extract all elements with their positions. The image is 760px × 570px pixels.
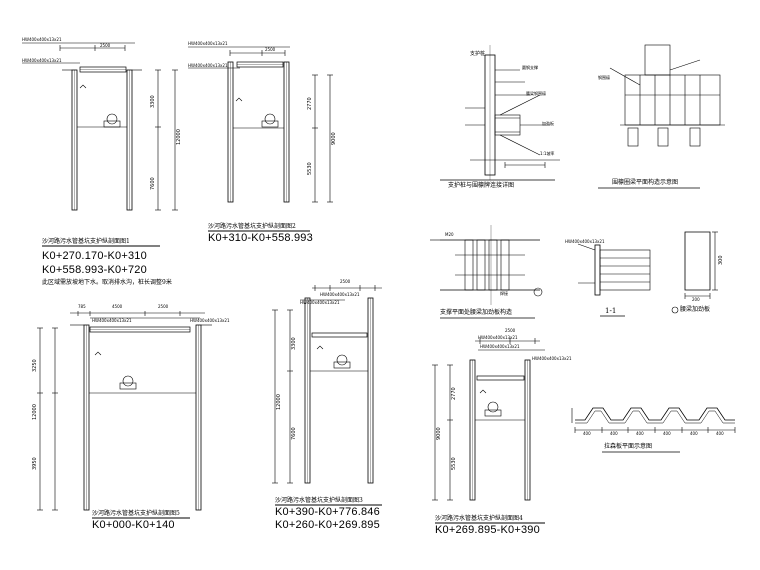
- s3-dim-upper: 3300: [291, 337, 297, 350]
- section-4: [432, 338, 545, 524]
- s4-dim-lower: 5530: [451, 457, 457, 470]
- s3-title: 沙河路污水管基坑支护纵剖面图3: [275, 497, 363, 504]
- s5-dim-b: 4500: [112, 304, 123, 309]
- s3-dim-lower: 7600: [291, 427, 297, 440]
- s1-dim-top: 2500: [100, 43, 111, 48]
- detail-stiffener-plate: [671, 231, 718, 314]
- d1-title: 支护桩与围檩牌连接详图: [448, 182, 515, 189]
- s1-dim-lower: 7600: [150, 177, 156, 190]
- s4-station-1: K0+269.895-K0+390: [435, 524, 540, 536]
- s1-beam-label-1: HW400x400x13x21: [22, 37, 62, 42]
- s5-beam-label-2: HW400x400x13x21: [190, 318, 230, 323]
- s4-dim-total: 9000: [436, 427, 442, 440]
- d2-title: 围檩圈梁平面构造示意图: [612, 179, 679, 186]
- s4-beam-label-3: HW400x400x13x21: [532, 356, 572, 361]
- d1-label-waler: 腰梁钢围檩: [526, 91, 546, 96]
- d3-title: 支撑平面处腰梁加劲板构造: [440, 309, 513, 316]
- s2-dim-lower: 5530: [307, 162, 313, 175]
- s2-dim-upper: 2770: [307, 97, 313, 110]
- s3-dim-top: 2500: [340, 279, 351, 284]
- s2-beam-label-1: HW400x400x13x21: [188, 41, 228, 46]
- d1-label-pile: 支护桩: [470, 51, 486, 57]
- d6-dim-5: 400: [690, 431, 698, 436]
- s3-beam-label-2: HW400x400x13x21: [300, 300, 340, 305]
- section-5: [37, 311, 212, 519]
- d6-dim-1: 400: [583, 431, 591, 436]
- detail-stiffener: [430, 225, 543, 319]
- d2-label-waler: 钢围檩: [598, 75, 610, 80]
- detail-section-11: [577, 243, 651, 317]
- d4-label: 1-1: [605, 307, 617, 315]
- d1-label-strut: 圆钢支撑: [522, 65, 538, 70]
- s1-dim-upper: 3300: [150, 95, 156, 108]
- s2-beam-label-2: HW400x400x13x21: [188, 63, 228, 68]
- d6-dim-3: 400: [636, 431, 644, 436]
- d5-title: 腰梁加劲板: [680, 306, 711, 313]
- s4-beam-label-1: HW400x400x13x21: [478, 335, 518, 340]
- s1-beam-label-2: HW400x400x13x21: [22, 58, 62, 63]
- s2-dim-top: 2500: [265, 47, 276, 52]
- s1-station-1: K0+270.170-K0+310: [42, 250, 147, 262]
- d1-label-slope: 1:1坡率: [540, 151, 555, 156]
- d6-dim-6: 400: [716, 431, 724, 436]
- section-3: [272, 285, 382, 506]
- detail-larsen: [571, 407, 736, 453]
- section-1: [22, 42, 178, 247]
- s5-dim-total: 12000: [32, 404, 38, 420]
- d3-label-weld: 焊接: [500, 291, 508, 296]
- section-2: [188, 46, 333, 232]
- s1-dim-total: 12000: [176, 129, 182, 145]
- s5-dim-a: 785: [78, 304, 86, 309]
- s1-station-2: K0+558.993-K0+720: [42, 264, 147, 276]
- s5-dim-upper: 3250: [32, 359, 38, 372]
- s4-title: 沙河路污水管基坑支护纵剖面图4: [435, 515, 523, 522]
- s3-station-1: K0+390-K0+776.846: [275, 506, 380, 518]
- d1-label-stiffener: 加劲板: [542, 121, 554, 126]
- s2-title: 沙河路污水管基坑支护纵剖面图2: [208, 223, 296, 230]
- d4-label-beam: HW400x400x13x21: [565, 239, 605, 244]
- s4-dim-top: 2500: [505, 328, 516, 333]
- detail-plan: [598, 44, 725, 189]
- s2-dim-total: 9000: [331, 132, 337, 145]
- s3-dim-total: 12000: [276, 394, 282, 410]
- d3-label-bolt: M20: [445, 232, 454, 237]
- s5-dim-c: 2500: [158, 304, 169, 309]
- s3-station-2: K0+260-K0+269.895: [275, 519, 380, 531]
- s2-station-1: K0+310-K0+558.993: [208, 232, 313, 244]
- s4-dim-upper: 2770: [451, 387, 457, 400]
- d5-dim-h: 300: [718, 255, 724, 265]
- s1-title: 沙河路污水管基坑支护纵剖面图1: [42, 238, 130, 245]
- d6-title: 拉森板平面示意图: [604, 443, 653, 450]
- s5-beam-label-1: HW400x400x13x21: [92, 318, 132, 323]
- s5-title: 沙河路污水管基坑支护纵剖面图5: [92, 510, 180, 517]
- s3-beam-label-1: HW400x400x13x21: [320, 292, 360, 297]
- d6-dim-2: 400: [610, 431, 618, 436]
- s5-dim-lower: 3950: [32, 457, 38, 470]
- s5-station-1: K0+000-K0+140: [92, 519, 175, 531]
- detail-pile-waler: [440, 45, 560, 181]
- d5-dim-w: 200: [692, 297, 700, 302]
- s1-note: 此区域需放坡地下水。取消排水沟，桩长调整9米: [42, 279, 172, 286]
- s4-beam-label-2: HW400x400x13x21: [480, 344, 520, 349]
- d6-dim-4: 400: [663, 431, 671, 436]
